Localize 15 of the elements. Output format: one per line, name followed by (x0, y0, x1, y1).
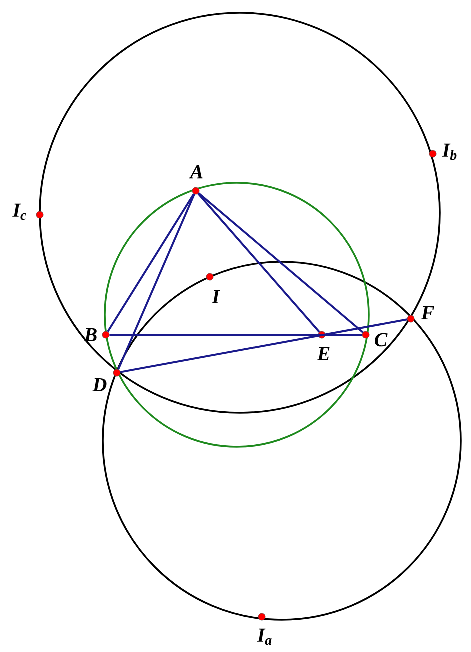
point-label: I$_{c}$ (12, 204, 27, 220)
line-segment (198, 192, 364, 334)
line-segment (107, 194, 195, 332)
point-label: F (421, 306, 434, 320)
line-segment (198, 193, 320, 333)
point-label: B (84, 328, 97, 342)
point-label: I (212, 290, 220, 304)
point-label: D (92, 378, 107, 392)
line-segment (110, 334, 362, 336)
point-label: I$_{a}$ (257, 628, 272, 646)
line-segment (118, 194, 196, 370)
point-label: I$_{b}$ (442, 144, 457, 160)
point-label: C (375, 333, 388, 347)
point-label: A (189, 165, 203, 179)
point-label: E (317, 347, 330, 361)
